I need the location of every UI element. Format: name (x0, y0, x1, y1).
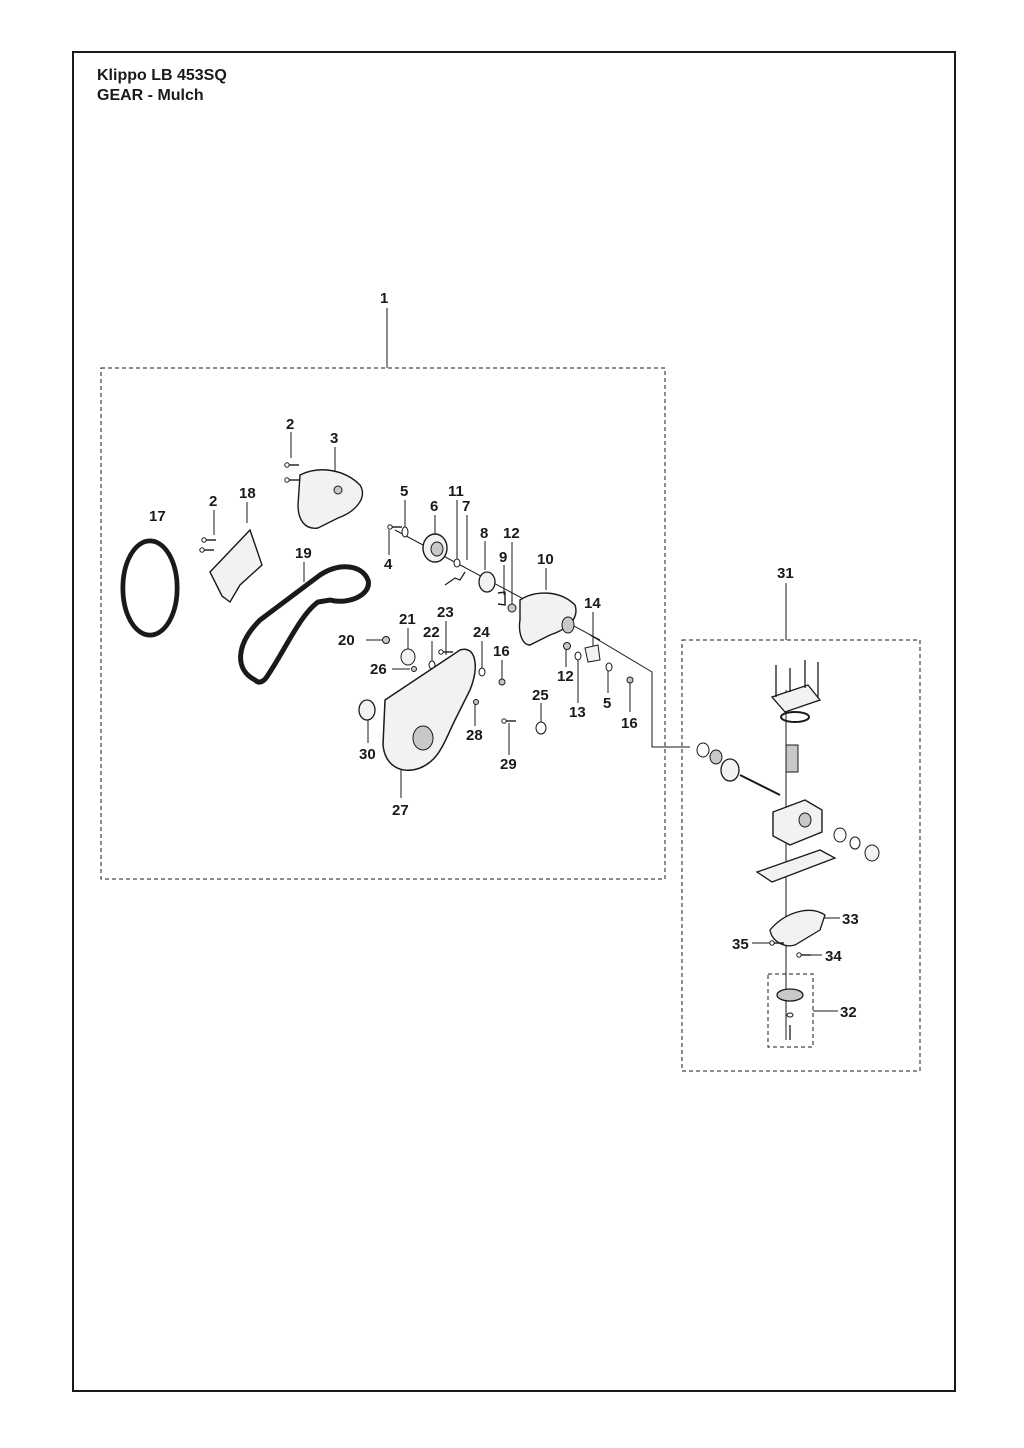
part-29-screw-icon (501, 718, 517, 724)
callout-20: 20 (338, 632, 355, 649)
leader-lines (213, 308, 840, 1040)
callout-21: 21 (399, 611, 416, 628)
screw-icon (199, 547, 215, 553)
part-7-washer (453, 558, 461, 568)
part-16-nut (498, 678, 506, 686)
page-title: Klippo LB 453SQ GEAR - Mulch (97, 66, 227, 106)
callout-35: 35 (732, 936, 749, 953)
part-27-belt-cover (382, 648, 476, 771)
callout-10: 10 (537, 551, 554, 568)
assembly-box-32 (767, 973, 814, 1048)
callout-3: 3 (330, 430, 338, 447)
part-19-belt (238, 564, 371, 685)
part-18-bracket (209, 528, 263, 604)
part-12-nut (507, 603, 517, 613)
callout-9: 9 (499, 549, 507, 566)
callout-2: 2 (286, 416, 294, 433)
callout-5: 5 (400, 483, 408, 500)
assembly-box-31 (681, 639, 921, 1072)
callout-16: 16 (621, 715, 638, 732)
callout-33: 33 (842, 911, 859, 928)
drawing-frame (72, 51, 956, 1392)
callout-6: 6 (430, 498, 438, 515)
callout-26: 26 (370, 661, 387, 678)
part-28-nut (473, 699, 479, 705)
callout-16: 16 (493, 643, 510, 660)
part-21-pulley (400, 648, 416, 666)
callout-34: 34 (825, 948, 842, 965)
callout-32: 32 (840, 1004, 857, 1021)
part-8-hub (478, 571, 496, 593)
part-31-base-plate (755, 849, 837, 883)
part-9-clip (497, 591, 506, 606)
part-14-bracket (584, 644, 601, 663)
callout-7: 7 (462, 498, 470, 515)
callout-8: 8 (480, 525, 488, 542)
part-12-nut (563, 642, 571, 650)
callout-28: 28 (466, 727, 483, 744)
callout-17: 17 (149, 508, 166, 525)
part-16-nut (626, 676, 634, 684)
assembly-box-1 (100, 367, 666, 880)
part-26-nut (411, 666, 417, 672)
callout-1: 1 (380, 290, 388, 307)
callout-12: 12 (503, 525, 520, 542)
callout-27: 27 (392, 802, 409, 819)
callout-19: 19 (295, 545, 312, 562)
callout-18: 18 (239, 485, 256, 502)
callout-2: 2 (209, 493, 217, 510)
part-31-worm-gear (785, 744, 799, 773)
part-30-bushing (358, 699, 376, 721)
part-5-washer (401, 526, 409, 538)
part-33-fan-cover (769, 909, 826, 947)
top-screws (775, 660, 819, 698)
callout-5: 5 (603, 695, 611, 712)
part-13-washer (574, 651, 582, 661)
callout-13: 13 (569, 704, 586, 721)
callout-29: 29 (500, 756, 517, 773)
part-11-spring (444, 571, 466, 586)
part-31-gear-housing (772, 799, 823, 846)
callout-12: 12 (557, 668, 574, 685)
part-25-knob (535, 721, 547, 735)
part-20-nut (382, 636, 390, 644)
part-31-top-plate (770, 684, 822, 713)
part-4-screw-icon (387, 524, 403, 530)
part-32-pulley (776, 988, 804, 1002)
callout-14: 14 (584, 595, 601, 612)
screw-icon (284, 462, 300, 468)
callout-23: 23 (437, 604, 454, 621)
callout-25: 25 (532, 687, 549, 704)
screw-icon (201, 537, 217, 543)
screw-icon (284, 477, 300, 483)
callout-31: 31 (777, 565, 794, 582)
title-model: Klippo LB 453SQ (97, 67, 227, 84)
part-5-washer (605, 662, 613, 672)
callout-22: 22 (423, 624, 440, 641)
callout-labels: 1 2 3 2 18 17 5 11 6 7 8 12 9 10 4 19 21… (149, 290, 859, 1021)
title-section: GEAR - Mulch (97, 87, 204, 104)
callout-24: 24 (473, 624, 490, 641)
part-3-cover (297, 469, 364, 529)
callout-4: 4 (384, 556, 393, 573)
callout-30: 30 (359, 746, 376, 763)
callout-11: 11 (448, 483, 464, 500)
part-24-washer (478, 667, 486, 677)
part-34-screw-icon (796, 952, 812, 958)
part-17-ring (120, 538, 180, 638)
